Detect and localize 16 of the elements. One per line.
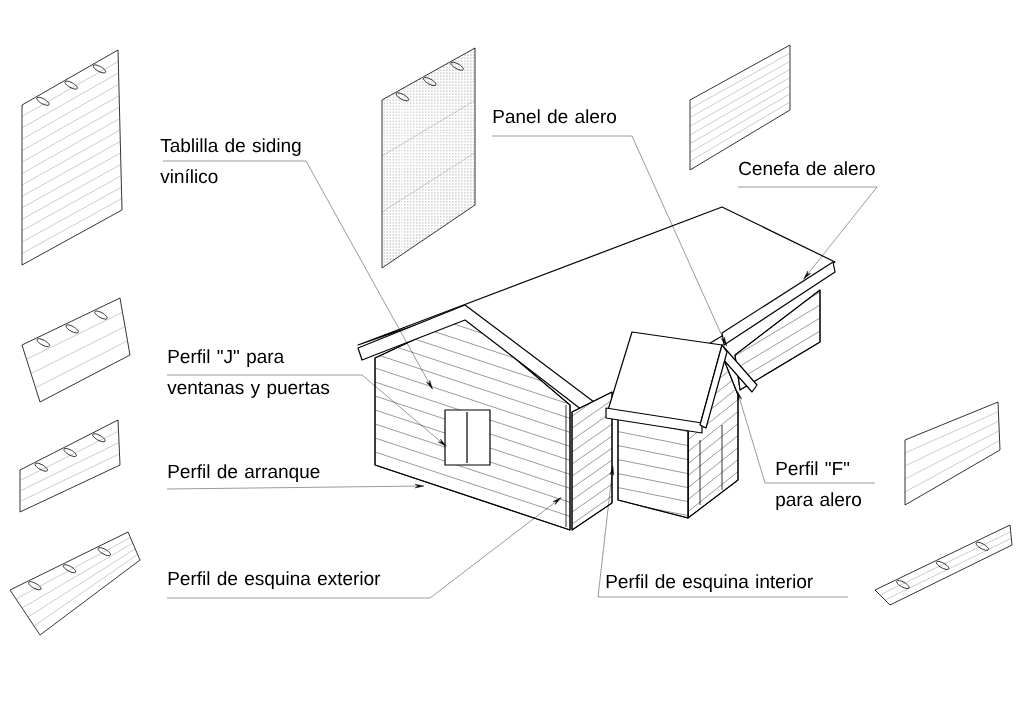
part-label: Cenefa de alero <box>739 161 875 176</box>
leader-line <box>737 390 876 484</box>
part-label: Panel de alero <box>493 109 616 124</box>
leader-line <box>162 160 433 390</box>
part-label: Perfil "F" para alero <box>776 461 861 510</box>
leader-line <box>737 186 878 280</box>
part-label: Perfil "J" para ventanas y puertas <box>167 349 330 398</box>
part-label: Perfil de esquina exterior <box>168 571 381 589</box>
leader-line <box>491 135 727 347</box>
part-label: Tablilla de siding vinílico <box>160 138 301 184</box>
leader-line <box>166 484 425 490</box>
part-label: Perfil de esquina interior <box>606 574 813 592</box>
leader-line <box>597 465 849 598</box>
part-label: Perfil de arranque <box>168 464 320 482</box>
leader-line <box>166 374 447 447</box>
leader-line <box>166 497 562 599</box>
